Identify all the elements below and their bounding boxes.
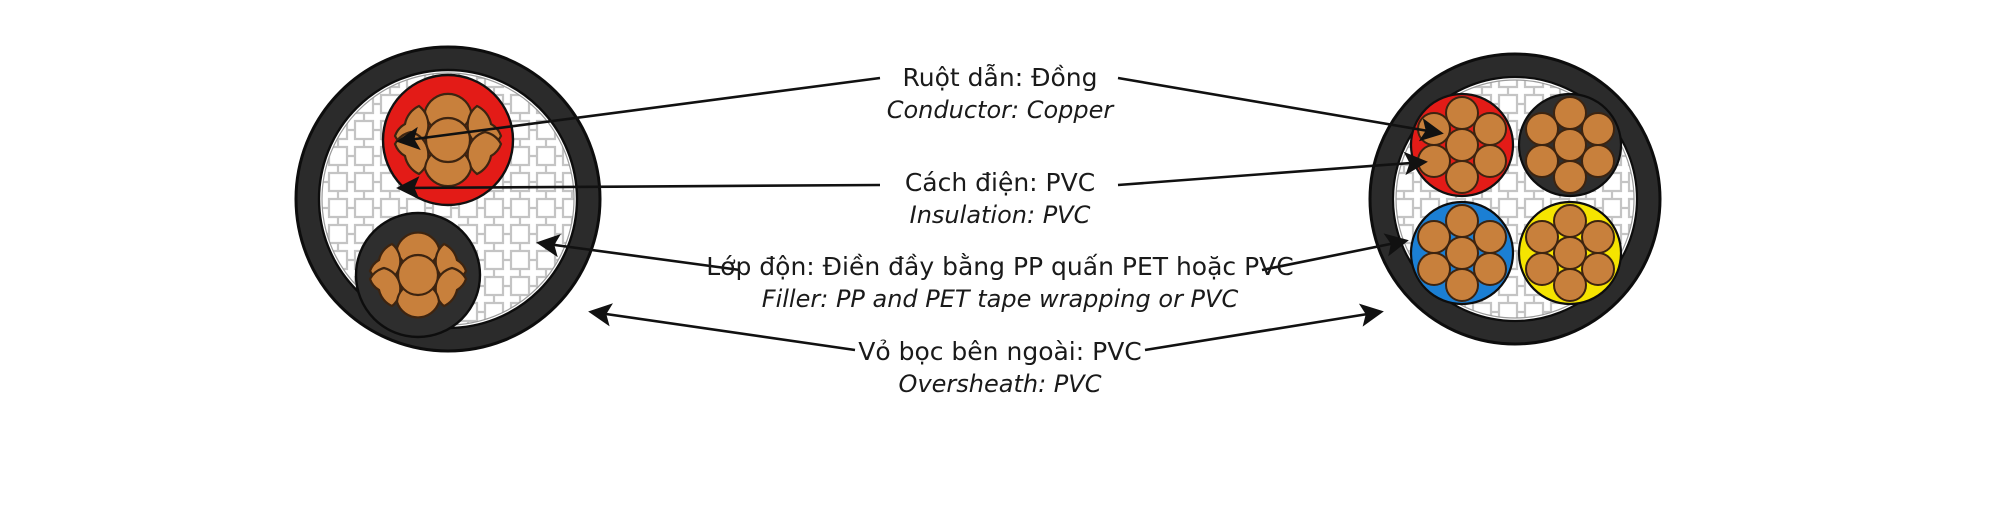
core-black-right [1517,92,1623,198]
conductor-strands-red-left [393,92,503,188]
label-insulation-vn: Cách điện: PVC [905,168,1095,197]
label-insulation-en: Insulation: PVC [910,201,1091,229]
label-group-filler: Lớp độn: Điền đầy bằng PP quấn PET hoặc … [706,252,1294,313]
leader-conductor-right [1117,76,1444,142]
conductor-strands-black-left [368,231,468,319]
core-yellow-right [1517,200,1623,306]
leader-insulation-left [396,176,881,200]
leader-conductor-left [396,76,881,151]
leader-filler-left [536,234,741,272]
label-group-oversheath: Vỏ bọc bên ngoài: PVC Oversheath: PVC [858,337,1142,398]
label-conductor-en: Conductor: Copper [887,96,1116,124]
core-red-right [1409,92,1515,198]
label-group-insulation: Cách điện: PVC Insulation: PVC [905,168,1095,229]
label-filler-en: Filler: PP and PET tape wrapping or PVC [762,285,1239,313]
leader-insulation-right [1117,151,1428,187]
leader-oversheath-left [588,303,856,352]
core-black-left [354,211,482,339]
leader-lines [396,76,1444,352]
conductor-strands-yellow-right [1525,204,1615,302]
label-oversheath-en: Oversheath: PVC [899,370,1102,398]
core-red-left [381,73,515,207]
conductor-strands-blue-right [1417,204,1507,302]
leader-oversheath-right [1144,303,1384,352]
four-core-cable [1368,52,1662,346]
conductor-strands-black-right [1525,96,1615,194]
label-group-conductor: Ruột dẫn: Đồng Conductor: Copper [887,63,1116,124]
label-oversheath-vn: Vỏ bọc bên ngoài: PVC [858,337,1142,366]
label-filler-vn: Lớp độn: Điền đầy bằng PP quấn PET hoặc … [706,252,1294,281]
leader-filler-right [1261,233,1409,272]
label-conductor-vn: Ruột dẫn: Đồng [903,63,1098,92]
two-core-cable [294,45,602,353]
core-blue-right [1409,200,1515,306]
